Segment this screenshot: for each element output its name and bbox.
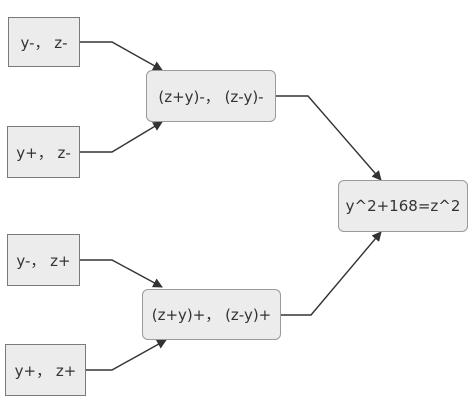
node-y-plus-z-minus: y+， z- [7,126,80,178]
node-equation-result: y^2+168=z^2 [338,180,468,232]
edge-mid-top-to-result [276,95,382,181]
edge-ym-zm-to-mid-top [80,41,163,71]
edge-mid-bottom-to-result [281,231,382,316]
node-difference-factors-negative: (z+y)-， (z-y)- [146,70,276,122]
edge-yp-zm-to-mid-top [80,121,163,153]
node-difference-factors-positive: (z+y)+， (z-y)+ [142,289,281,340]
node-y-minus-z-minus: y-， z- [8,17,80,67]
edge-ym-zp-to-mid-bottom [80,259,163,288]
node-y-plus-z-plus: y+， z+ [5,344,86,396]
node-y-minus-z-plus: y-， z+ [7,234,80,286]
edge-yp-zp-to-mid-bottom [86,339,167,371]
